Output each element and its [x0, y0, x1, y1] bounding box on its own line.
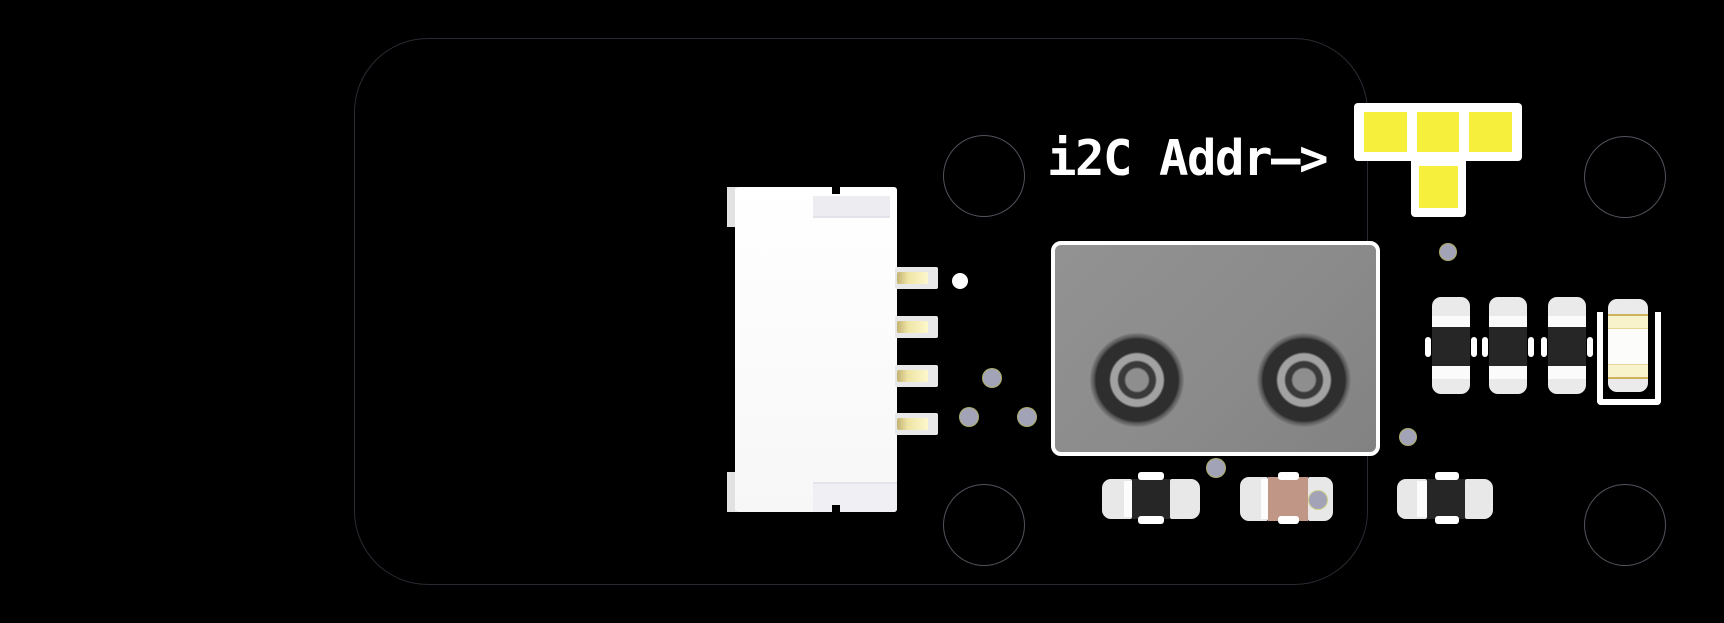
mounting-hole-top-right: [1584, 136, 1666, 218]
via-dot: [1400, 429, 1416, 445]
smd-led: [1608, 299, 1648, 392]
sensor-lens-right: [1257, 333, 1351, 427]
chip-shine: [1417, 481, 1427, 517]
chip-shine: [1489, 366, 1527, 379]
chip-shine: [1432, 366, 1470, 379]
solder-pad: [1138, 516, 1164, 524]
solder-pad: [1278, 516, 1299, 524]
connector-pin-4: [895, 413, 938, 435]
chip-cap: [1170, 479, 1200, 519]
jumper-pad-3: [1469, 112, 1513, 152]
solder-pad: [1435, 472, 1459, 480]
chip-body: [1432, 327, 1470, 366]
connector-body: [735, 187, 897, 512]
solder-fillet: [1587, 337, 1593, 357]
led-band: [1608, 314, 1648, 329]
jumper-pad-group-bottom: [1411, 161, 1466, 217]
chip-shine: [1489, 316, 1527, 327]
solder-fillet: [1482, 337, 1488, 357]
connector-pin-2: [895, 316, 938, 338]
jumper-pad-2: [1416, 112, 1460, 152]
smd-resistor-3: [1397, 479, 1493, 519]
solder-pad: [1435, 516, 1459, 524]
solder-pad: [1138, 472, 1164, 480]
chip-cap: [1465, 479, 1493, 519]
i2c-addr-label: i2C Addr–>: [1047, 130, 1329, 187]
via-dot: [1440, 244, 1456, 260]
pin-plating: [897, 321, 928, 333]
via-dot-white: [952, 273, 968, 289]
chip-shine: [1548, 316, 1586, 327]
connector-pin-1: [895, 267, 938, 289]
chip-shine: [1432, 316, 1470, 327]
chip-body: [1132, 479, 1170, 519]
via-dot: [960, 408, 978, 426]
via-dot: [1309, 491, 1327, 509]
via-dot: [1018, 408, 1036, 426]
smd-capacitor-3: [1541, 297, 1593, 394]
pin-plating: [897, 418, 928, 430]
led-cap: [1608, 379, 1648, 392]
via-dot: [983, 369, 1001, 387]
connector-slot-bottom: [813, 482, 897, 512]
solder-fillet: [1528, 337, 1534, 357]
connector-slot-top: [813, 196, 890, 218]
chip-shine: [1124, 481, 1132, 517]
jumper-pad-1: [1364, 112, 1407, 152]
solder-pad: [1278, 472, 1299, 480]
connector-flange-top: [727, 187, 737, 227]
led-band: [1608, 364, 1648, 379]
mounting-hole-bottom-left: [943, 484, 1025, 566]
mounting-hole-top-left: [943, 135, 1025, 217]
solder-fillet: [1425, 337, 1431, 357]
led-cap: [1608, 299, 1648, 315]
pin-plating: [897, 272, 928, 284]
led-body: [1608, 329, 1648, 364]
pin-plating: [897, 370, 928, 382]
sensor-module: [1051, 241, 1380, 456]
pcb-board: i2C Addr–>: [354, 38, 1666, 585]
connector-flange-bottom: [727, 472, 737, 512]
smd-capacitor-1: [1425, 297, 1477, 394]
via-dot: [1207, 459, 1225, 477]
chip-body: [1427, 479, 1465, 519]
jumper-pad-4: [1419, 166, 1458, 208]
solder-fillet: [1471, 337, 1477, 357]
chip-body: [1548, 327, 1586, 366]
connector-notch-top: [832, 187, 840, 194]
solder-fillet: [1541, 337, 1547, 357]
chip-shine: [1261, 479, 1268, 519]
led-silkscreen-outline: [1597, 312, 1661, 405]
smd-capacitor-2: [1482, 297, 1534, 394]
chip-body-tan: [1268, 477, 1308, 521]
connector-pin-3: [895, 365, 938, 387]
jumper-pad-group-top: [1354, 103, 1522, 161]
mounting-hole-bottom-right: [1584, 484, 1666, 566]
connector-notch-bottom: [832, 505, 840, 512]
chip-shine: [1548, 366, 1586, 379]
chip-body: [1489, 327, 1527, 366]
smd-resistor-1: [1102, 479, 1200, 519]
sensor-lens-left: [1090, 333, 1184, 427]
